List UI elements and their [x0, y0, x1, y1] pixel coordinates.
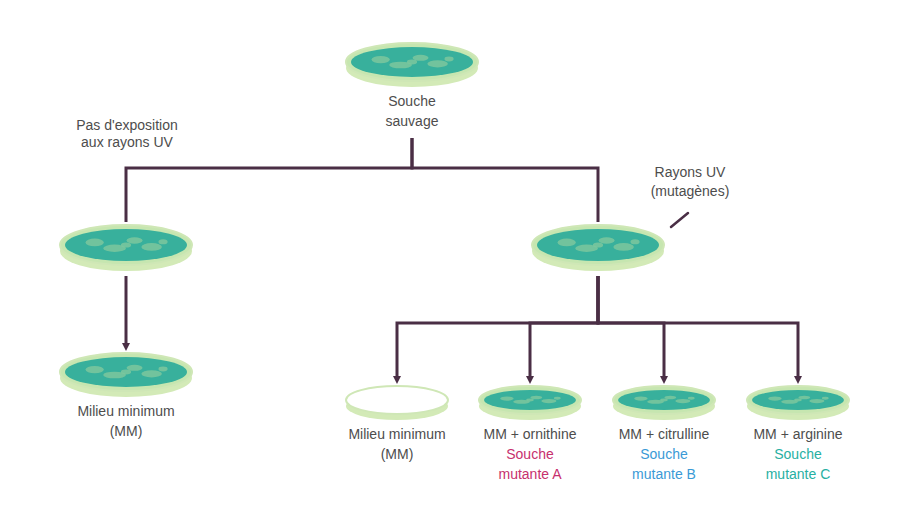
dish-agar: [752, 390, 844, 410]
dish-label: Milieu minimum (MM): [339, 424, 455, 464]
tree-connector: [598, 276, 798, 380]
bacteria-colony: [372, 56, 390, 63]
bacteria-colony: [558, 239, 576, 247]
petri-dish-node: [51, 222, 201, 272]
bacteria-colony: [158, 239, 167, 244]
bacteria-colony: [413, 55, 429, 61]
bacteria-colony: [634, 397, 647, 401]
tree-connector: [530, 276, 598, 380]
bacteria-colony: [141, 370, 162, 377]
petri-dish: [746, 383, 850, 421]
bacteria-colony: [526, 399, 534, 402]
bacteria-colony: [127, 365, 143, 371]
dish-label: MM + citrulline: [601, 424, 727, 444]
dish-rim: [60, 225, 192, 265]
uv-label: Rayons UV (mutagènes): [635, 163, 745, 201]
bacteria-colony: [554, 397, 561, 400]
tree-connector: [412, 138, 598, 222]
dish-rim: [532, 225, 664, 265]
bacteria-colony: [444, 57, 453, 62]
bacteria-colony: [768, 397, 781, 401]
petri-dish: [345, 383, 449, 421]
bacteria-colony: [427, 60, 448, 67]
bacteria-colony: [121, 242, 131, 247]
dish-agar: [351, 47, 473, 77]
bacteria-colony: [158, 367, 167, 372]
dish-agar: [618, 390, 710, 410]
petri-dish: [59, 350, 193, 398]
strain-label: Souche mutante A: [490, 444, 570, 484]
petri-dish: [345, 40, 479, 88]
branch-label: Pas d'exposition aux rayons UV: [67, 117, 187, 151]
bacteria-colony: [593, 242, 603, 247]
bacteria-colony: [664, 396, 676, 400]
dish-agar: [537, 229, 659, 261]
bacteria-colony: [660, 399, 668, 402]
petri-dish: [478, 383, 582, 421]
tree-connector: [125, 276, 128, 347]
strain-label: Souche mutante C: [758, 444, 838, 484]
petri-dish-node: Souche sauvage: [332, 40, 492, 134]
petri-dish-node: MM + arginineSouche mutante C: [731, 383, 865, 487]
dish-label: Souche sauvage: [372, 91, 452, 131]
dish-agar: [484, 390, 576, 410]
dish-rim: [747, 386, 849, 414]
bacteria-colony: [630, 239, 639, 244]
bacteria-colony: [798, 396, 810, 400]
bacteria-colony: [86, 366, 104, 373]
petri-dish-node: Milieu minimum (MM): [332, 383, 462, 467]
dish-rim: [60, 353, 192, 391]
petri-dish-node: Milieu minimum (MM): [51, 350, 201, 444]
bacteria-colony: [809, 399, 824, 403]
dish-rim: [346, 386, 448, 414]
dish-rim: [346, 43, 478, 81]
petri-dish: [531, 222, 665, 272]
bacteria-colony: [822, 397, 829, 400]
petri-dish-node: MM + ornithineSouche mutante A: [463, 383, 597, 487]
bacteria-colony: [794, 399, 802, 402]
bacteria-colony: [613, 243, 634, 251]
tree-connector: [397, 276, 598, 380]
bacteria-colony: [141, 243, 162, 251]
petri-dish-node: [523, 222, 673, 272]
dish-label: Milieu minimum (MM): [66, 401, 186, 441]
petri-dish: [612, 383, 716, 421]
petri-dish: [59, 222, 193, 272]
bacteria-colony: [407, 60, 417, 65]
dish-rim: [613, 386, 715, 414]
dish-agar: [65, 357, 187, 387]
bacteria-colony: [86, 239, 104, 247]
bacteria-colony: [121, 370, 131, 375]
bacteria-colony: [500, 397, 513, 401]
strain-label: Souche mutante B: [624, 444, 704, 484]
dish-label: MM + ornithine: [467, 424, 593, 444]
petri-dish-node: MM + citrullineSouche mutante B: [597, 383, 731, 487]
bacteria-colony: [127, 237, 143, 244]
dish-agar: [65, 229, 187, 261]
tree-connector: [598, 276, 664, 380]
dish-label: MM + arginine: [735, 424, 861, 444]
bacteria-colony: [530, 396, 542, 400]
uv-pointer: [671, 213, 688, 227]
dish-rim: [479, 386, 581, 414]
bacteria-colony: [541, 399, 556, 403]
bacteria-colony: [688, 397, 695, 400]
bacteria-colony: [675, 399, 690, 403]
bacteria-colony: [599, 237, 615, 244]
